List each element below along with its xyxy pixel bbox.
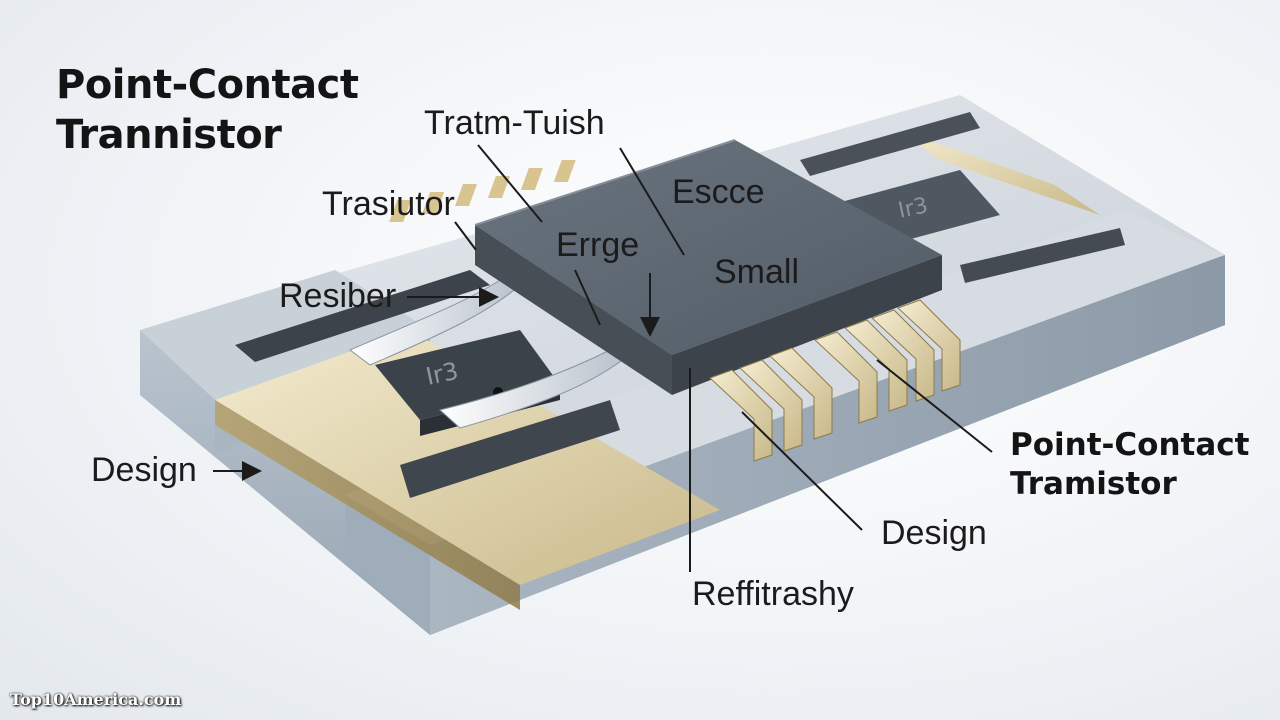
label-point-contact-tramistor: Point-Contact Tramistor bbox=[1010, 426, 1249, 504]
leader-design-right bbox=[741, 411, 863, 531]
title-line-1: Point-Contact bbox=[56, 62, 359, 108]
title-line-2: Trannistor bbox=[56, 112, 282, 158]
label-reffitrashy: Reffitrashy bbox=[692, 575, 854, 613]
silver-leads bbox=[349, 279, 626, 429]
label-tratm-tuish: Tratm-Tuish bbox=[424, 104, 605, 142]
label-small: Small bbox=[714, 253, 800, 291]
leader-tratm-tuish-right bbox=[619, 147, 685, 256]
leader-lines bbox=[213, 144, 993, 572]
label-errge: Errge bbox=[556, 226, 640, 264]
back-pins bbox=[389, 160, 576, 222]
chip-marking: Ir3 bbox=[423, 357, 460, 391]
label-pct-line-1: Point-Contact bbox=[1010, 427, 1250, 463]
leader-errge bbox=[574, 269, 601, 326]
label-design-right: Design bbox=[881, 514, 987, 552]
label-escce: Escce bbox=[672, 173, 765, 211]
leader-tratm-tuish-left bbox=[477, 144, 543, 223]
label-design-left: Design bbox=[91, 451, 197, 489]
page-title: Point-Contact Trannistor bbox=[56, 60, 359, 160]
leader-trasiutor bbox=[454, 221, 477, 251]
main-chip bbox=[474, 139, 942, 395]
dark-rails bbox=[235, 112, 1125, 498]
label-trasiutor: Trasiutor bbox=[322, 185, 455, 223]
front-pins bbox=[709, 299, 961, 462]
svg-text:Ir3: Ir3 bbox=[896, 193, 930, 224]
leader-pct-right bbox=[876, 359, 993, 453]
label-resiber: Resiber bbox=[279, 277, 397, 315]
label-pct-line-2: Tramistor bbox=[1010, 466, 1177, 502]
watermark: Top10America.com bbox=[10, 690, 182, 709]
